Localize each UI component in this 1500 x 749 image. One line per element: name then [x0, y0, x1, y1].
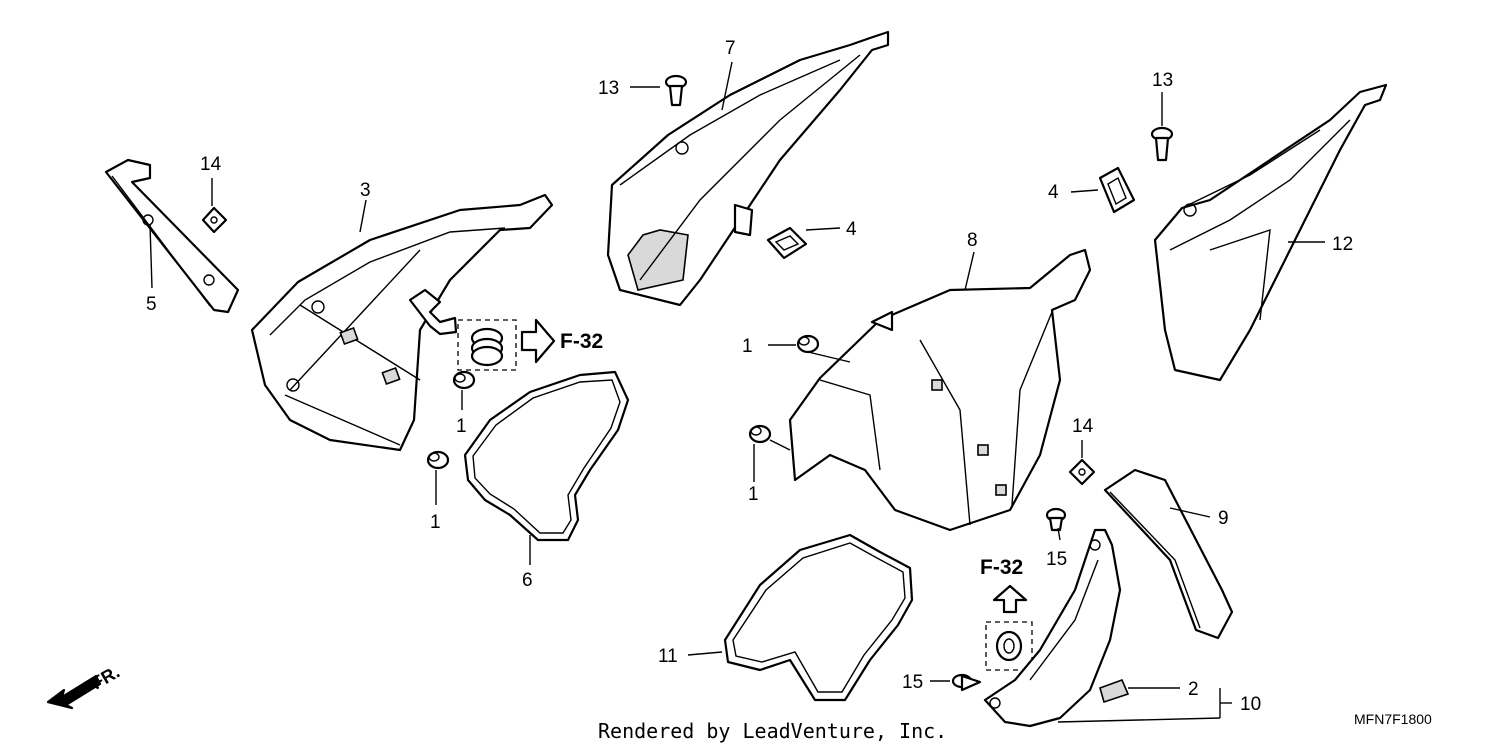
leader-lines	[149, 61, 1325, 723]
callout-2: 2	[1188, 679, 1199, 700]
part-7-upper-cover[interactable]	[606, 30, 890, 307]
part-4-rubber-right[interactable]	[1098, 166, 1136, 214]
part-11-gasket-right[interactable]	[723, 533, 914, 702]
part-1-grommet-upper-center[interactable]	[796, 334, 820, 354]
part-3-left-side-cover[interactable]	[250, 193, 554, 452]
reference-label-left: F-32	[560, 330, 603, 353]
part-4-rubber-center[interactable]	[766, 226, 808, 260]
callout-1-lower-left: 1	[430, 512, 441, 533]
callout-14-left: 14	[200, 154, 222, 175]
callout-9: 9	[1218, 508, 1229, 529]
callout-13-top: 13	[598, 78, 619, 99]
part-5-bracket[interactable]	[104, 158, 240, 314]
callout-1-upper-center: 1	[742, 336, 753, 357]
callout-1-lower-center: 1	[748, 484, 759, 505]
reference-label-bottom: F-32	[980, 556, 1023, 579]
callout-6: 6	[522, 570, 533, 591]
callout-10: 10	[1240, 694, 1261, 715]
part-1-grommet-lower-center[interactable]	[748, 424, 772, 444]
callout-4-center: 4	[846, 219, 857, 240]
part-14-clip-right[interactable]	[1068, 458, 1096, 486]
callout-8: 8	[967, 230, 978, 251]
part-10-lower-cover[interactable]	[983, 528, 1122, 728]
callout-15-upper: 15	[1046, 549, 1067, 570]
callout-labels: 13 7 13 4 4 14 3 5 8 12 1 1 1 1 14 9 15 …	[146, 38, 1353, 715]
callout-15-lower: 15	[902, 672, 923, 693]
part-12-right-cover[interactable]	[1153, 83, 1388, 382]
part-13-bolt-top[interactable]	[664, 74, 688, 107]
part-15-screw-lower[interactable]	[951, 673, 982, 692]
render-credit: Rendered by LeadVenture, Inc.	[598, 719, 947, 743]
part-14-clip-left[interactable]	[201, 206, 228, 234]
part-9-trim-strip[interactable]	[1103, 468, 1234, 640]
part-1-grommet-lower-left[interactable]	[426, 450, 450, 470]
part-2-mark[interactable]	[1099, 678, 1130, 704]
reference-f32-bottom	[985, 584, 1033, 671]
callout-1-upper-left: 1	[456, 416, 467, 437]
callout-12: 12	[1332, 234, 1353, 255]
callout-7: 7	[725, 38, 736, 59]
reference-f32-left	[457, 318, 556, 371]
callout-13-right: 13	[1152, 70, 1173, 91]
front-direction-indicator: FR.	[46, 662, 123, 710]
callout-11: 11	[658, 646, 678, 667]
diagram-code: MFN7F1800	[1354, 711, 1432, 727]
callout-4-right: 4	[1048, 182, 1059, 203]
callout-3: 3	[360, 180, 371, 201]
part-6-gasket-left[interactable]	[463, 370, 630, 542]
part-1-grommet-upper-left[interactable]	[452, 370, 476, 390]
part-8-center-guard[interactable]	[788, 248, 1092, 532]
part-15-screw-upper[interactable]	[1045, 507, 1067, 532]
callout-5: 5	[146, 294, 157, 315]
callout-14-right: 14	[1072, 416, 1094, 437]
part-13-bolt-right[interactable]	[1150, 126, 1174, 162]
